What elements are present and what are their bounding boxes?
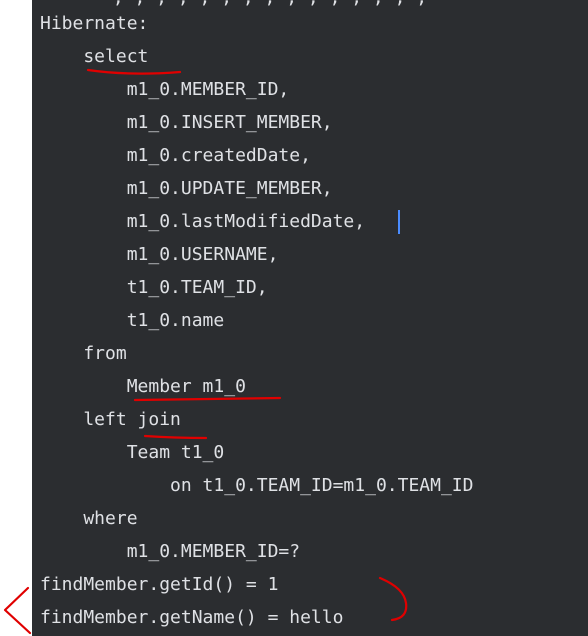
console-line-from: from: [40, 343, 127, 364]
console-line-team-id: t1_0.TEAM_ID,: [40, 277, 268, 298]
left-pointer-annotation: [3, 586, 32, 635]
console-line-created-date: m1_0.createdDate,: [40, 145, 311, 166]
console-line-member-id: m1_0.MEMBER_ID,: [40, 79, 290, 100]
console-line-team-table: Team t1_0: [40, 442, 225, 463]
console-line-username: m1_0.USERNAME,: [40, 244, 279, 265]
console-line-where: where: [40, 508, 138, 529]
console-line-member-table: Member m1_0: [40, 376, 246, 397]
console-line-fragment: ',',',',',',',',',',',',',',',: [102, 0, 427, 10]
console-line-left-join: left join: [40, 409, 181, 430]
console-line-team-name: t1_0.name: [40, 310, 225, 331]
console-line-where-condition: m1_0.MEMBER_ID=?: [40, 541, 301, 562]
console-line-last-modified-date: m1_0.lastModifiedDate,: [40, 211, 366, 232]
console-line-join-condition: on t1_0.TEAM_ID=m1_0.TEAM_ID: [40, 475, 474, 496]
console-line-insert-member: m1_0.INSERT_MEMBER,: [40, 112, 333, 133]
console-output[interactable]: ',',',',',',',',',',',',',',', Hibernate…: [32, 0, 588, 636]
console-line-get-name: findMember.getName() = hello: [40, 607, 344, 628]
console-line-select: select: [40, 46, 149, 67]
console-line-update-member: m1_0.UPDATE_MEMBER,: [40, 178, 333, 199]
console-line-hibernate: Hibernate:: [40, 13, 149, 34]
console-line-get-id: findMember.getId() = 1: [40, 574, 279, 595]
text-caret: [398, 210, 400, 234]
